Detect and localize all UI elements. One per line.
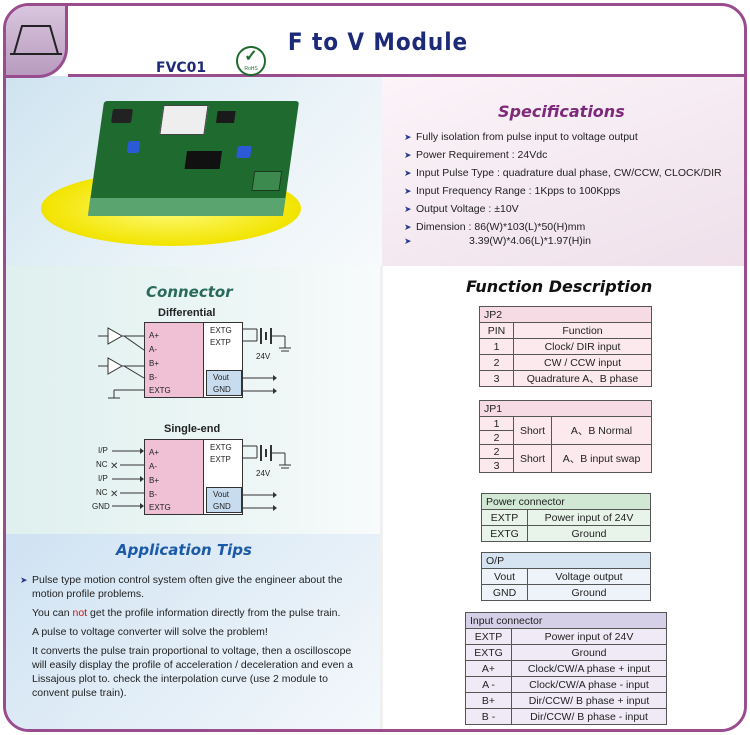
company-logo-icon <box>10 25 62 55</box>
single-output-block: Vout GND <box>206 487 242 513</box>
single-input-arrows: ✕ ✕ <box>110 448 144 509</box>
specifications-list: Fully isolation from pulse input to volt… <box>404 130 734 252</box>
pcb-photo <box>87 101 300 216</box>
tip-1: ➤Pulse type motion control system often … <box>20 574 343 600</box>
diff-voltage-label: 24V <box>256 352 271 361</box>
application-tips-heading: Application Tips <box>116 541 252 559</box>
logo-tab <box>6 6 68 78</box>
diff-input-block: A+ A- B+ B- EXTG <box>144 322 204 398</box>
function-description-heading: Function Description <box>466 277 653 296</box>
single-voltage-label: 24V <box>256 469 271 478</box>
connector-heading: Connector <box>146 283 233 301</box>
tip-3: A pulse to voltage converter will solve … <box>32 626 268 638</box>
svg-text:✕: ✕ <box>110 489 118 500</box>
single-output-arrows <box>243 492 277 511</box>
single-end-title: Single-end <box>164 423 221 435</box>
tips-area <box>6 534 382 729</box>
single-battery-icon <box>243 445 291 469</box>
check-icon: ✓ <box>244 48 258 65</box>
tip-2: You can not get the profile information … <box>32 607 341 619</box>
diff-battery-icon <box>243 328 291 352</box>
specifications-heading: Specifications <box>498 102 625 121</box>
spec-item: Input Pulse Type : quadrature dual phase… <box>404 166 734 180</box>
rohs-badge: ✓RoHS <box>236 46 266 76</box>
diff-input-symbols <box>98 327 145 399</box>
spec-item: Power Requirement : 24Vdc <box>404 148 734 162</box>
spec-item: Output Voltage : ±10V <box>404 202 734 216</box>
diff-output-arrows <box>243 375 277 394</box>
header-line <box>68 74 744 77</box>
svg-text:✕: ✕ <box>110 461 118 472</box>
diff-output-block: Vout GND <box>206 370 242 396</box>
tip-4: It converts the pulse train proportional… <box>32 645 354 699</box>
spec-item: Fully isolation from pulse input to volt… <box>404 130 734 144</box>
page-frame: F to V Module FVC01 ✓RoHS Specifications… <box>3 3 747 732</box>
divider <box>380 266 383 729</box>
spec-item: Input Frequency Range : 1Kpps to 100Kpps <box>404 184 734 198</box>
page-title: F to V Module <box>287 28 469 56</box>
differential-title: Differential <box>158 307 216 319</box>
application-tips-text: ➤Pulse type motion control system often … <box>20 573 362 705</box>
single-input-block: A+ A- B+ B- EXTG <box>144 439 204 515</box>
model-name: FVC01 <box>156 60 207 76</box>
spec-item: Dimension : 86(W)*103(L)*50(H)mm <box>404 220 734 234</box>
spec-item-cont: 3.39(W)*4.06(L)*1.97(H)in <box>404 234 734 248</box>
